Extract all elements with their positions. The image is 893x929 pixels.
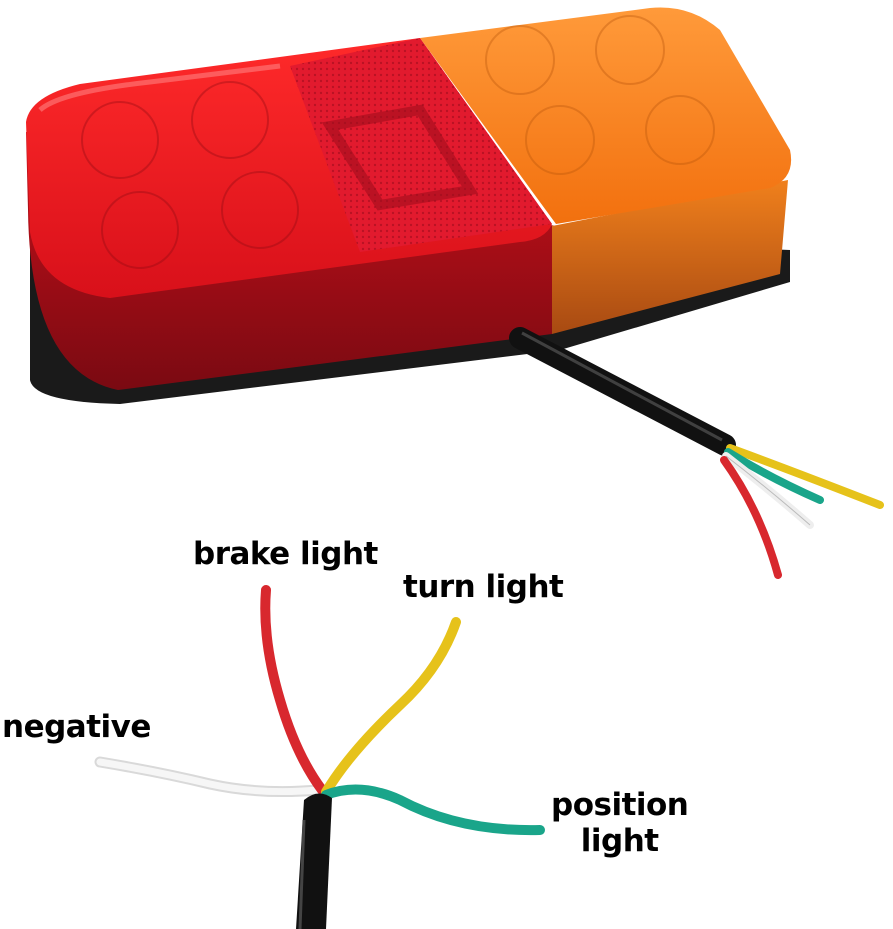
amber-lens-top [420, 7, 792, 225]
label-turn-light: turn light [403, 569, 564, 605]
reflector-triangle [321, 104, 479, 211]
lamp-cable [509, 327, 884, 579]
label-negative: negative [2, 709, 151, 745]
label-position-light: position light [551, 787, 689, 859]
label-position-line2: light [580, 822, 659, 859]
wire-diagram [94, 585, 545, 929]
wire-brake [260, 585, 327, 795]
small-wire-yellow [726, 444, 884, 509]
label-position-line1: position [551, 787, 689, 823]
small-wire-red [720, 456, 782, 579]
small-wire-green [724, 448, 824, 504]
label-brake-light: brake light [193, 536, 378, 572]
amber-lens-side [552, 180, 788, 334]
lens-rings [81, 15, 715, 269]
black-sheath [509, 327, 736, 456]
wire-turn [321, 617, 461, 797]
tail-light-lamp [26, 7, 792, 404]
wire-position [321, 784, 545, 836]
